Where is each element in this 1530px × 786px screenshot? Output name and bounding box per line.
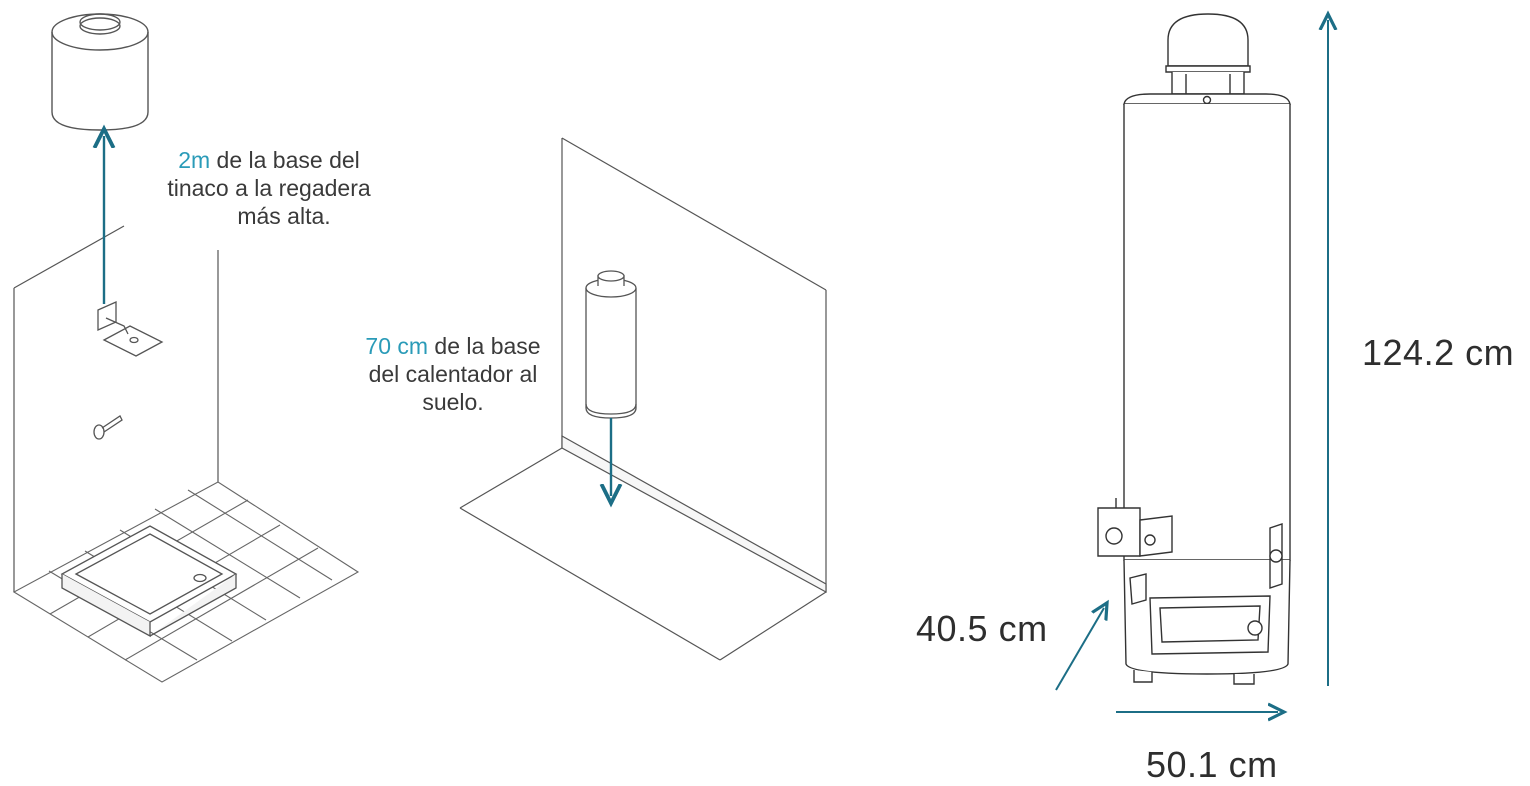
heater-caption: 70 cm de la base del calentador al suelo… bbox=[336, 332, 570, 416]
heater-highlight: 70 cm bbox=[365, 333, 429, 359]
shower-head-icon bbox=[97, 300, 164, 357]
wall-and-floor-scene bbox=[459, 137, 827, 661]
tinaco-line1: de la base del bbox=[210, 147, 360, 173]
heater-line1: de la base bbox=[428, 333, 541, 359]
tinaco-line3: más alta. bbox=[237, 203, 331, 229]
heater-line3: suelo. bbox=[422, 389, 484, 415]
depth-dimension-arrow bbox=[1055, 608, 1104, 691]
shower-room-walls bbox=[13, 225, 219, 592]
shower-tray-icon bbox=[60, 525, 238, 638]
heater-line2: del calentador al bbox=[368, 361, 538, 387]
dimension-arrows bbox=[1055, 20, 1328, 712]
tinaco-highlight: 2m bbox=[178, 147, 211, 173]
tinaco-tank-icon bbox=[51, 13, 149, 131]
width-label: 50.1 cm bbox=[1146, 744, 1278, 785]
depth-label: 40.5 cm bbox=[916, 608, 1048, 649]
tinaco-caption: 2m de la base del tinaco a la regadera m… bbox=[146, 146, 392, 230]
heater-small-icon bbox=[585, 270, 637, 419]
tinaco-line2: tinaco a la regadera bbox=[167, 175, 371, 201]
water-heater-icon bbox=[1097, 13, 1291, 685]
shower-valve-icon bbox=[93, 415, 123, 440]
height-label: 124.2 cm bbox=[1362, 332, 1515, 373]
